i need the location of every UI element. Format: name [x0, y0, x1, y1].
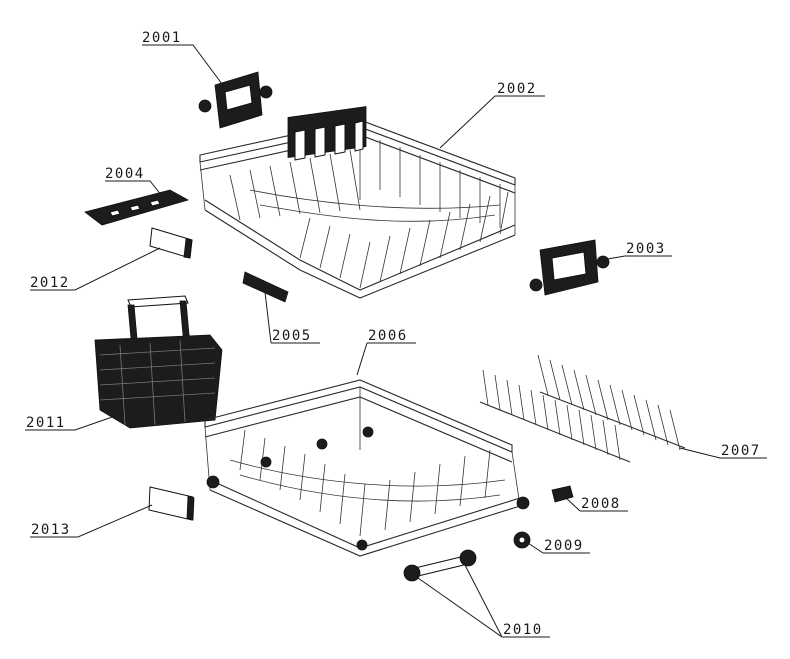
label-2013: 2013 — [31, 522, 71, 538]
label-2004: 2004 — [105, 166, 145, 182]
part-2008-shape — [551, 485, 574, 503]
part-labels: 2001 2002 2003 2004 2005 2006 2007 2008 … — [26, 30, 761, 638]
label-2010: 2010 — [503, 622, 543, 638]
label-2006: 2006 — [368, 328, 408, 344]
part-2003-shape — [529, 239, 610, 296]
part-2011-shape — [94, 295, 223, 429]
part-2009-shape — [513, 531, 531, 549]
label-2012: 2012 — [30, 275, 70, 291]
label-2009: 2009 — [544, 538, 584, 554]
upper-basket — [199, 106, 516, 299]
lower-basket — [204, 379, 530, 557]
part-2010-shape — [403, 549, 477, 582]
part-2013-shape — [148, 486, 195, 521]
label-2003: 2003 — [626, 241, 666, 257]
part-2001-shape — [198, 71, 273, 129]
label-2002: 2002 — [497, 81, 537, 97]
label-2008: 2008 — [581, 496, 621, 512]
part-2004-shape — [84, 189, 190, 226]
part-2005-shape — [242, 271, 289, 303]
part-2007-shape — [479, 354, 686, 463]
label-2005: 2005 — [272, 328, 312, 344]
label-2001: 2001 — [142, 30, 182, 46]
leader-lines — [25, 44, 767, 638]
label-2011: 2011 — [26, 415, 66, 431]
part-2012-shape — [149, 227, 193, 259]
label-2007: 2007 — [721, 443, 761, 459]
